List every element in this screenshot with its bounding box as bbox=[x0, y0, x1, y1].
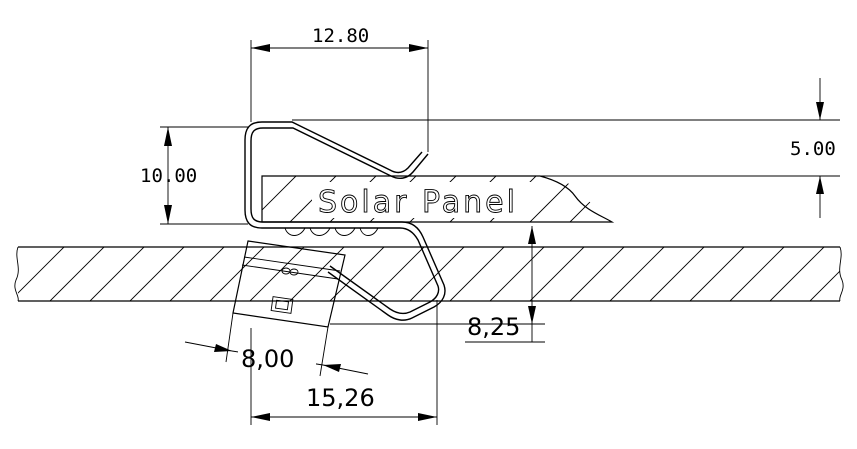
dim-15-26-label: 15,26 bbox=[306, 384, 375, 412]
dim-8-00-label: 8,00 bbox=[241, 345, 294, 373]
dim-8-00: 8,00 bbox=[184, 312, 369, 377]
clip-base bbox=[232, 240, 346, 328]
dim-15-26: 15,26 bbox=[250, 300, 438, 425]
rail-hatch bbox=[18, 247, 840, 301]
dim-8-25-label: 8,25 bbox=[467, 313, 520, 341]
dim-10-00-label: 10.00 bbox=[140, 165, 197, 187]
dim-12-80-label: 12.80 bbox=[312, 25, 369, 47]
dim-10-00: 10.00 bbox=[140, 126, 248, 225]
panel-label: Solar Panel bbox=[318, 185, 518, 220]
mounting-rail bbox=[14, 246, 844, 302]
dim-5-00: 5.00 bbox=[262, 78, 840, 218]
spring-clip bbox=[244, 121, 446, 321]
dim-5-00-label: 5.00 bbox=[790, 138, 836, 160]
dim-8-25: 8,25 bbox=[330, 226, 545, 343]
dim-12-80: 12.80 bbox=[250, 25, 429, 152]
solar-panel: Solar Panel bbox=[261, 175, 615, 223]
